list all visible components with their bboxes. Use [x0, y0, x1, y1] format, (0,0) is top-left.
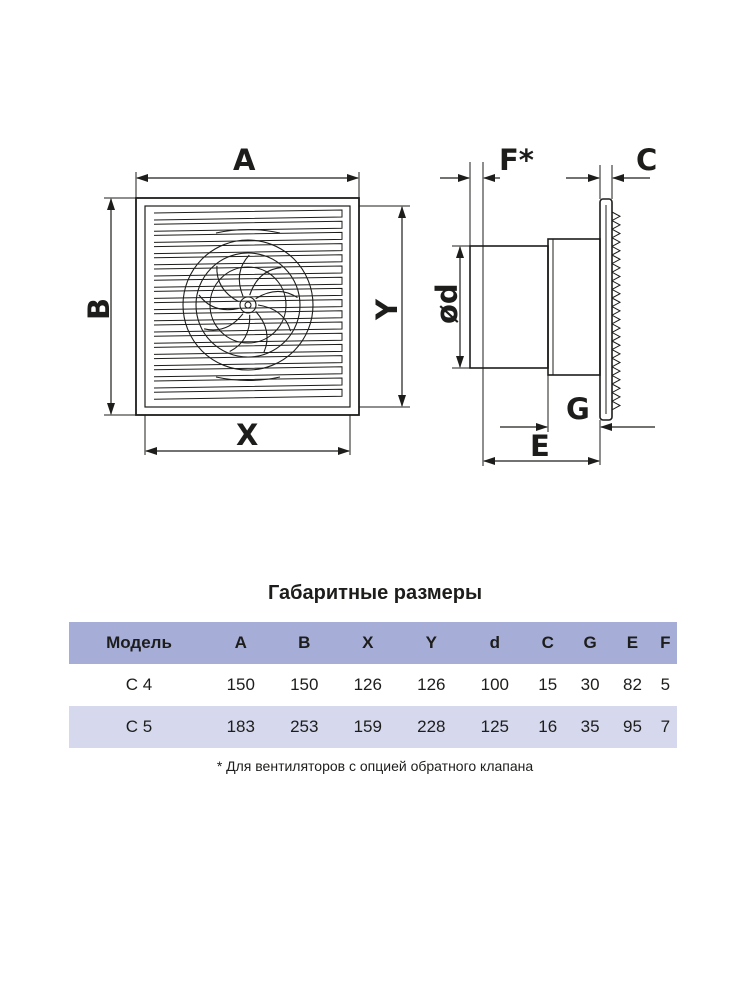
table-cell: С 5 — [69, 706, 209, 748]
fan-body — [547, 238, 601, 376]
label-e: E — [530, 429, 550, 463]
table-title: Габаритные размеры — [267, 582, 483, 604]
table-cell: 126 — [417, 675, 446, 694]
label-a: A — [233, 143, 256, 177]
header-g: G — [568, 622, 612, 664]
grille-tooth — [611, 211, 622, 222]
technical-drawing: A B X Y F* C ød G E — [82, 143, 657, 466]
table-cell: 126 — [353, 675, 382, 694]
louver-slat — [153, 276, 343, 288]
header-e: E — [611, 622, 654, 664]
table-cell: 82 — [623, 675, 642, 694]
fan-blade — [216, 265, 239, 303]
table-cell: 15 — [538, 675, 558, 694]
front-panel-outer — [135, 197, 360, 416]
louver-slats — [153, 209, 343, 400]
fan-blade — [249, 267, 282, 296]
dimensions-table: Модель A B X Y d C G E F С 4 150 150 126… — [69, 622, 677, 748]
fan-blade — [198, 294, 239, 311]
side-view — [440, 162, 655, 466]
table-row: С 4 150 150 126 126 100 15 30 82 5 — [69, 664, 677, 706]
grille-tooth — [611, 220, 622, 230]
grille-tooth — [611, 392, 622, 402]
front-view — [104, 172, 410, 455]
fan-blade — [229, 314, 251, 352]
louver-slat — [153, 377, 343, 389]
table-cell: 228 — [399, 706, 464, 748]
grille-tooth — [611, 271, 622, 282]
header-model: Модель — [69, 622, 209, 664]
header-f: F — [653, 622, 677, 664]
label-y: Y — [370, 298, 404, 321]
grille-tooth — [611, 366, 622, 376]
table-row: С 5 183 253 159 228 125 16 35 95 7 — [69, 706, 677, 748]
grille-tooth — [611, 288, 622, 299]
label-b: B — [82, 298, 116, 320]
grille-tooth — [611, 228, 622, 239]
table-cell: 30 — [580, 675, 600, 694]
duct-pipe — [469, 245, 549, 369]
header-a: A — [209, 622, 273, 664]
louver-slat — [153, 343, 343, 355]
header-c: C — [526, 622, 569, 664]
label-f: F* — [499, 143, 534, 177]
footnote: * Для вентиляторов с опцией обратного кл… — [216, 758, 534, 774]
table-cell: 150 — [226, 675, 255, 694]
table-header-row: Модель A B X Y d C G E F — [69, 622, 677, 664]
header-d: d — [463, 622, 527, 664]
fan-blade — [257, 304, 292, 332]
grille-tooth — [611, 306, 622, 316]
table-cell: 183 — [209, 706, 273, 748]
label-g: G — [566, 392, 590, 426]
grille-tooth — [611, 331, 622, 342]
table-cell: 5 — [660, 675, 671, 694]
grille-teeth — [611, 211, 622, 411]
front-panel-inner — [144, 205, 351, 408]
header-x: X — [336, 622, 400, 664]
grille-tooth — [611, 297, 622, 308]
fan-blade — [203, 313, 244, 331]
grille-tooth — [611, 383, 622, 394]
label-c: C — [636, 143, 657, 177]
table-cell: 7 — [653, 706, 677, 748]
header-y: Y — [399, 622, 464, 664]
grille-tooth — [611, 357, 622, 368]
louver-slat — [153, 366, 343, 378]
table-cell: С 4 — [125, 675, 153, 694]
table-cell: 125 — [463, 706, 527, 748]
grille-tooth — [611, 237, 622, 247]
table-cell: 35 — [568, 706, 612, 748]
table-cell: 150 — [290, 675, 319, 694]
louver-slat — [153, 388, 343, 400]
table-cell: 100 — [480, 675, 509, 694]
louver-slat — [153, 310, 343, 322]
grille-tooth — [611, 263, 622, 273]
grille-tooth — [611, 314, 622, 325]
table-cell: 159 — [336, 706, 400, 748]
table-cell: 16 — [526, 706, 569, 748]
grille-tooth — [611, 374, 622, 385]
fan-blade — [255, 311, 268, 353]
grille-tooth — [611, 340, 622, 351]
header-b: B — [272, 622, 337, 664]
louver-slat — [153, 332, 343, 344]
table-cell: 95 — [611, 706, 654, 748]
label-d: ød — [430, 283, 464, 324]
grille-tooth — [611, 254, 622, 265]
fan-blade — [255, 290, 298, 300]
louver-slat — [153, 243, 343, 255]
front-grille-profile — [599, 198, 613, 421]
grille-tooth — [611, 349, 622, 359]
table-cell: 253 — [272, 706, 337, 748]
louver-slat — [153, 209, 343, 221]
louver-slat — [153, 231, 343, 243]
fan-impeller — [182, 228, 314, 382]
grille-tooth — [611, 245, 622, 256]
grille-tooth — [611, 323, 622, 333]
fan-blade — [238, 254, 250, 297]
grille-tooth — [611, 280, 622, 290]
label-x: X — [236, 418, 258, 452]
grille-tooth — [611, 400, 622, 411]
